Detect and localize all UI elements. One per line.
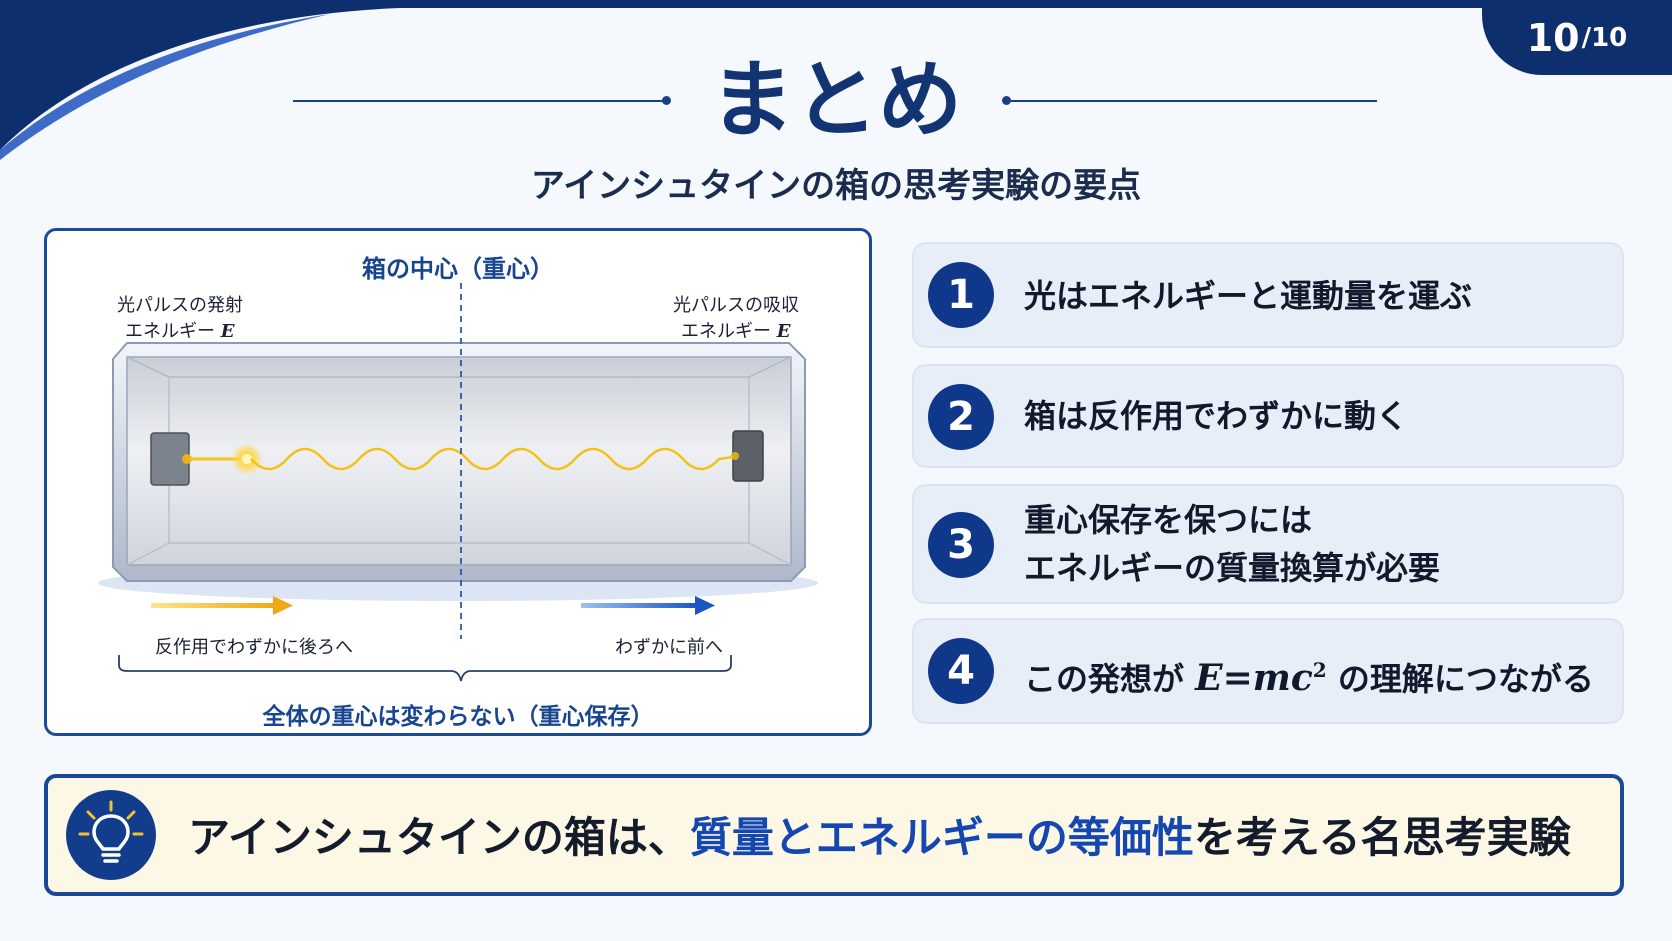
absorb-label: 光パルスの吸収 — [673, 295, 799, 316]
point-card-2: 2 箱は反作用でわずかに動く — [912, 364, 1624, 468]
emit-energy-label: エネルギー E — [125, 317, 234, 343]
point-number-3: 3 — [928, 512, 994, 578]
point-text-4-suffix: の理解につながる — [1337, 660, 1594, 698]
formula-exponent: 2 — [1312, 658, 1327, 682]
point-text-3-line1: 重心保存を保つには — [1024, 501, 1313, 539]
point-number-4: 4 — [928, 638, 994, 704]
title-rule-dot-right — [1002, 96, 1011, 105]
title-rule-left — [293, 100, 663, 102]
page-total: /10 — [1581, 22, 1628, 53]
absorb-energy-symbol: E — [776, 321, 791, 342]
point-text-3-line2: エネルギーの質量換算が必要 — [1024, 549, 1441, 587]
einstein-box-diagram: 箱の中心（重心） 光パルスの発射 エネルギー E 光パルスの吸収 エネルギー E… — [44, 228, 872, 736]
title-rule-right — [1005, 100, 1377, 102]
emit-energy-symbol: E — [220, 321, 235, 342]
summary-post: を考える名思考実験 — [1193, 813, 1571, 862]
box-illustration — [98, 283, 818, 682]
title-rule-dot-left — [662, 96, 671, 105]
recoil-back-label: 反作用でわずかに後ろへ — [155, 637, 353, 658]
center-of-mass-label: 箱の中心（重心） — [362, 255, 554, 283]
point-card-4: 4 この発想が E=mc2 の理解につながる — [912, 618, 1624, 724]
summary-text: アインシュタインの箱は、質量とエネルギーの等価性を考える名思考実験 — [188, 804, 1571, 865]
point-card-1: 1 光はエネルギーと運動量を運ぶ — [912, 242, 1624, 348]
corner-swoosh-decoration — [0, 0, 1672, 160]
point-text-3: 重心保存を保つには エネルギーの質量換算が必要 — [1024, 496, 1440, 592]
point-text-2: 箱は反作用でわずかに動く — [1024, 397, 1409, 435]
absorb-energy-label: エネルギー E — [681, 317, 790, 343]
absorb-energy-prefix: エネルギー — [681, 321, 771, 342]
page-current: 10 — [1526, 15, 1580, 60]
formula-base: E=mc — [1195, 657, 1313, 699]
point-text-4: この発想が E=mc2 の理解につながる — [1024, 646, 1594, 703]
point-number-2: 2 — [928, 384, 994, 450]
mass-energy-formula: E=mc2 — [1195, 657, 1327, 699]
point-text-4-prefix: この発想が — [1024, 660, 1185, 698]
lightbulb-icon — [66, 790, 156, 880]
page-title: まとめ — [709, 51, 962, 149]
recoil-forward-label: わずかに前へ — [615, 637, 723, 658]
point-number-1: 1 — [928, 262, 994, 328]
summary-pre: アインシュタインの箱は、 — [188, 813, 690, 862]
summary-highlight: 質量とエネルギーの等価性 — [689, 813, 1194, 862]
com-conserved-label: 全体の重心は変わらない（重心保存） — [262, 704, 654, 730]
summary-bar: アインシュタインの箱は、質量とエネルギーの等価性を考える名思考実験 — [44, 774, 1624, 896]
emit-label: 光パルスの発射 — [117, 295, 243, 316]
emit-energy-prefix: エネルギー — [125, 321, 215, 342]
page-subtitle: アインシュタインの箱の思考実験の要点 — [530, 166, 1142, 206]
page-counter: 10 /10 — [1482, 0, 1672, 75]
point-card-3: 3 重心保存を保つには エネルギーの質量換算が必要 — [912, 484, 1624, 604]
point-text-1: 光はエネルギーと運動量を運ぶ — [1024, 277, 1473, 315]
